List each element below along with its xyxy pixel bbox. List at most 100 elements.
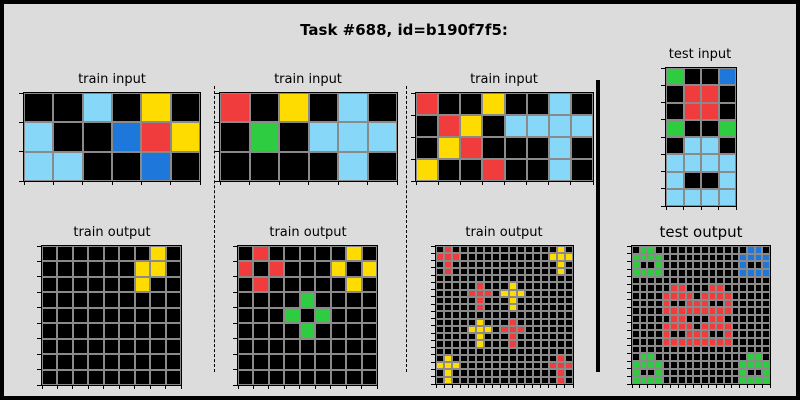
grid-cell <box>754 353 763 361</box>
grid-cell <box>436 369 445 377</box>
grid-cell <box>655 292 663 300</box>
grid-cell <box>548 304 557 312</box>
grid-cell <box>361 338 377 355</box>
grid-cell <box>308 122 338 152</box>
grid-cell <box>330 369 347 385</box>
grid-cell <box>731 338 740 346</box>
grid-cell <box>476 246 485 254</box>
grid-cell <box>556 369 565 377</box>
axis-tick <box>431 267 435 269</box>
grid-cell <box>693 292 701 300</box>
axis-tick <box>467 384 469 388</box>
grid-cell <box>693 307 701 315</box>
grid-cell <box>685 284 694 292</box>
grid-cell <box>504 115 527 137</box>
grid-cell <box>57 338 73 355</box>
grid-cell <box>724 361 732 369</box>
grid-cell <box>72 369 89 385</box>
grid-cell <box>468 253 477 261</box>
grid-cell <box>444 275 453 283</box>
grid-cell <box>647 276 655 285</box>
grid-cell <box>492 246 501 254</box>
axis-tick <box>376 385 378 389</box>
grid-cell <box>632 338 640 346</box>
grid-cell <box>632 269 640 277</box>
grid-cell <box>492 267 501 276</box>
grid-cell <box>508 325 517 334</box>
grid-cell <box>103 338 120 355</box>
grid-cell <box>647 315 655 323</box>
axis-tick <box>661 205 665 207</box>
grid-cell <box>103 323 120 339</box>
grid-cell <box>678 322 686 331</box>
grid-cell <box>416 93 439 115</box>
grid-cell <box>540 267 549 276</box>
grid-cell <box>564 246 573 254</box>
grid-cell <box>685 269 694 277</box>
grid-cell <box>632 299 640 308</box>
grid-cell <box>678 353 686 361</box>
grid-cell <box>556 289 565 297</box>
grid-cell <box>639 322 648 331</box>
grid-cell <box>662 261 671 269</box>
grid-cell <box>762 292 770 300</box>
grid-cell <box>685 345 694 354</box>
axis-tick <box>627 360 631 362</box>
grid-cell <box>438 159 461 181</box>
grid-cell <box>492 304 501 312</box>
grid-cell <box>716 269 724 277</box>
pair-2-input-label: train input <box>274 72 342 87</box>
grid-cell <box>739 307 747 315</box>
grid-cell <box>165 354 181 370</box>
grid-cell <box>678 261 686 269</box>
grid-cell <box>747 261 755 269</box>
grid-cell <box>508 253 517 261</box>
axis-tick <box>41 385 43 389</box>
grid-cell <box>452 282 461 290</box>
grid-cell <box>716 246 724 254</box>
grid-cell <box>484 253 493 261</box>
axis-tick <box>556 384 558 388</box>
grid-cell <box>42 307 58 324</box>
grid-cell <box>718 119 736 137</box>
axis-tick <box>103 385 105 389</box>
grid-cell <box>516 333 525 341</box>
grid-cell <box>284 261 300 277</box>
grid-cell <box>708 276 717 285</box>
axis-tick <box>56 385 58 389</box>
grid-cell <box>346 276 362 293</box>
grid-cell <box>564 340 573 348</box>
grid-cell <box>452 318 461 326</box>
grid-cell <box>484 267 493 276</box>
grid-cell <box>468 325 477 334</box>
axis-tick <box>361 385 363 389</box>
grid-cell <box>532 282 541 290</box>
pair-2-output-grid <box>237 245 378 386</box>
axis-tick <box>337 181 339 185</box>
grid-cell <box>632 253 640 262</box>
grid-cell <box>655 315 663 323</box>
grid-cell <box>716 376 724 384</box>
pair-3-input-label: train input <box>470 72 538 87</box>
grid-cell <box>739 361 747 369</box>
grid-cell <box>739 276 747 285</box>
grid-cell <box>716 284 724 292</box>
grid-cell <box>82 122 112 152</box>
grid-cell <box>564 376 573 384</box>
grid-cell <box>678 368 686 377</box>
grid-cell <box>284 323 300 339</box>
axis-tick <box>37 291 41 293</box>
grid-cell <box>754 284 763 292</box>
axis-tick <box>219 181 221 185</box>
grid-cell <box>739 345 747 354</box>
grid-cell <box>103 354 120 370</box>
grid-cell <box>564 333 573 341</box>
axis-tick <box>592 181 594 185</box>
grid-cell <box>693 368 701 377</box>
grid-cell <box>516 267 525 276</box>
grid-cell <box>476 253 485 261</box>
grid-cell <box>476 376 485 384</box>
grid-cell <box>678 345 686 354</box>
grid-cell <box>693 345 701 354</box>
